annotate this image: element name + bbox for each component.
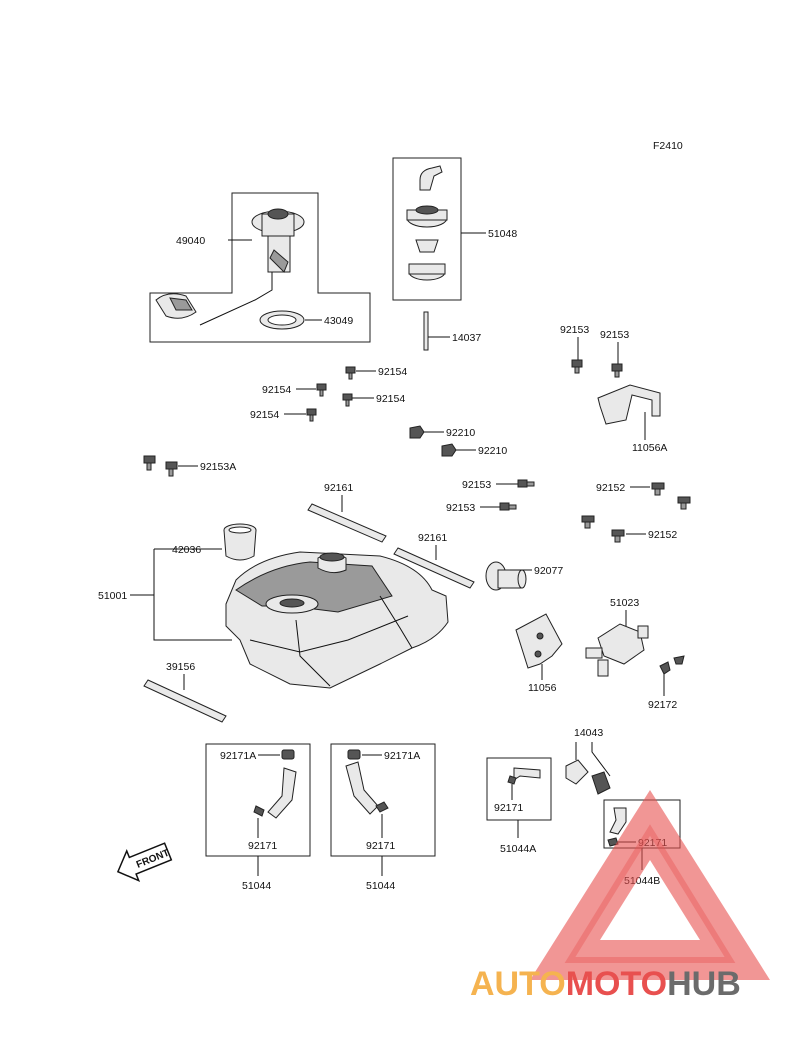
label-92153-c: 92153 [462,479,491,491]
label-51044-a: 51044 [242,880,271,892]
label-92161-a: 92161 [324,482,353,494]
bolt-92154-icon [316,383,327,397]
hose-51044-icon [253,767,297,819]
label-92153-d: 92153 [446,502,475,514]
label-92152-a: 92152 [596,482,625,494]
label-51023: 51023 [610,597,639,609]
strip-39156-icon [143,679,227,723]
label-92210-b: 92210 [478,445,507,457]
cap-42036-icon [223,523,257,561]
label-42036: 42036 [172,544,201,556]
label-11056: 11056 [528,682,557,694]
label-92171A-a: 92171A [220,750,256,762]
bolt-92153-icon [499,502,517,511]
watermark-text-auto: AUTO [470,965,566,1003]
label-14043: 14043 [574,727,603,739]
bolt-92153-icon [571,359,583,374]
filler-cap-icon [406,165,448,281]
hose-51044-group-box-2 [330,743,436,857]
hose-51044A-group-box [486,757,552,821]
label-14037: 14037 [452,332,481,344]
label-92154-c: 92154 [376,393,405,405]
label-51001: 51001 [98,590,127,602]
bolt-92154-icon [306,408,317,422]
label-43049: 43049 [324,315,353,327]
label-92154-b: 92154 [262,384,291,396]
label-51044-b: 51044 [366,880,395,892]
label-92154-a: 92154 [378,366,407,378]
nut-92210-icon [441,443,457,457]
watermark-text: AUTOMOTOHUB [470,965,741,1003]
label-92210-a: 92210 [446,427,475,439]
label-51048: 51048 [488,228,517,240]
watermark-text-moto: MOTO [566,965,667,1003]
label-92172: 92172 [648,699,677,711]
bracket-11056-icon [515,613,563,669]
label-92171-a: 92171 [248,840,277,852]
label-92171-c: 92171 [494,802,523,814]
label-92161-b: 92161 [418,532,447,544]
hose-51044A-icon [507,767,541,785]
strip-92161-icon [393,547,475,589]
bolt-92153-icon [517,479,535,488]
front-arrow-icon: FRONT [116,842,173,882]
hose-clamp-icon [281,749,295,760]
fuel-pump-group-box [149,192,371,343]
strip-92161-icon [307,503,387,543]
watermark-text-hub: HUB [667,965,741,1003]
filler-cap-group-box [392,157,462,301]
bolt-92153A-icon [143,455,156,471]
hose-51044B-icon [607,807,627,847]
watermark-logo [530,790,770,980]
label-51044A: 51044A [500,843,536,855]
fuel-valve-51023-icon [585,623,649,677]
pin-14037-icon [423,311,429,351]
fuel-outlet-92077-icon [485,561,527,591]
label-92154-d: 92154 [250,409,279,421]
bolt-92152-icon [611,529,625,543]
label-39156: 39156 [166,661,195,673]
label-92153-a: 92153 [560,324,589,336]
label-92153A: 92153A [200,461,236,473]
bolt-92152-icon [581,515,595,529]
label-92171A-b: 92171A [384,750,420,762]
figure-code: F2410 [653,140,683,152]
bolt-92154-icon [342,393,353,407]
bolt-92152-icon [677,496,691,510]
fuel-tank-51001-icon [225,551,449,689]
bolt-92154-icon [345,366,356,380]
label-92152-b: 92152 [648,529,677,541]
label-49040: 49040 [176,235,205,247]
label-92171-b: 92171 [366,840,395,852]
bolt-92153-icon [611,363,623,378]
bolt-92152-icon [651,482,665,496]
label-92077: 92077 [534,565,563,577]
gasket-43049-icon [259,310,305,330]
label-11056A: 11056A [632,442,667,454]
hose-51044-icon [345,761,389,815]
bolt-92153A-icon [165,461,178,477]
nut-92210-icon [409,425,425,439]
hose-clamp-icon [347,749,361,760]
bracket-11056A-icon [597,384,661,425]
clip-92172-icon [659,655,685,675]
fuel-pump-icon [155,208,305,326]
fitting-14043-icon [565,759,611,795]
label-92153-b: 92153 [600,329,629,341]
